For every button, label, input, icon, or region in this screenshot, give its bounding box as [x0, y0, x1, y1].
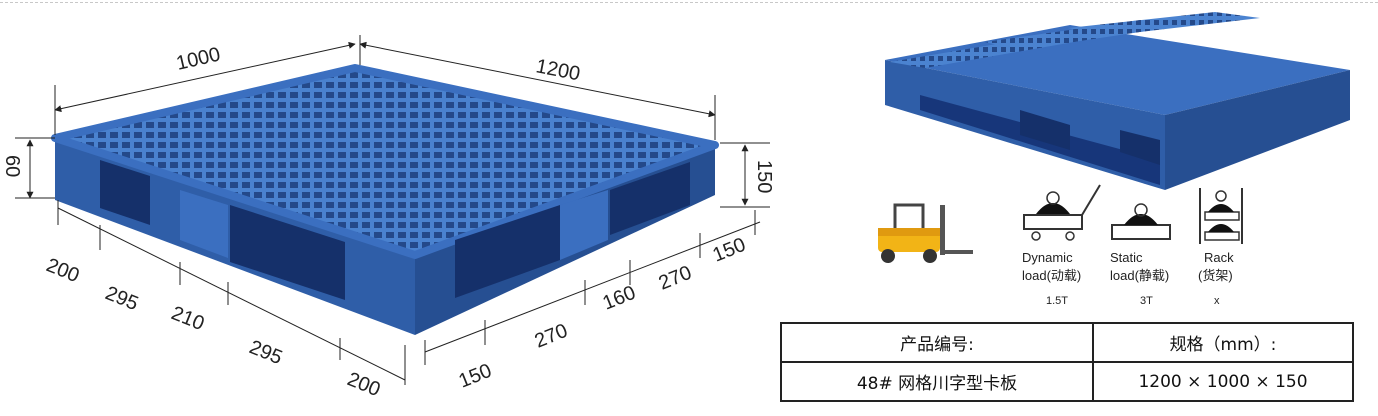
- spec-table: 产品编号: 规格（mm）: 48# 网格川字型卡板 1200 × 1000 × …: [780, 322, 1354, 402]
- dim-front-1: 200: [43, 254, 82, 287]
- spec-table-header-row: 产品编号: 规格（mm）:: [780, 322, 1354, 363]
- dynamic-load-icon: [1023, 184, 1101, 241]
- dim-height-right: 150: [753, 160, 775, 193]
- load-dynamic-value: 1.5T: [1046, 295, 1068, 307]
- load-rack-label-cn: (货架): [1198, 268, 1233, 283]
- spec-header-model: 产品编号:: [780, 322, 1094, 363]
- dimension-lines: [15, 35, 770, 385]
- dim-front-2: 295: [102, 282, 141, 315]
- dim-side-3: 160: [600, 282, 639, 315]
- load-dynamic-label-en: Dynamic: [1022, 250, 1073, 265]
- dim-side-5: 150: [710, 234, 749, 267]
- static-load-icon: [1111, 203, 1171, 240]
- dim-front-3: 210: [168, 302, 207, 335]
- dim-side-1: 150: [456, 360, 495, 393]
- pallet-bottom-view: [885, 12, 1350, 190]
- load-rack-label-en: Rack: [1204, 250, 1234, 265]
- dim-width-top: 1000: [174, 43, 222, 74]
- spec-model: 48# 网格川字型卡板: [780, 361, 1094, 402]
- spec-header-size: 规格（mm）:: [1092, 322, 1354, 363]
- dim-side-2: 270: [532, 320, 571, 353]
- dim-length-top: 1200: [534, 55, 582, 85]
- load-dynamic-label-cn: load(动载): [1022, 268, 1081, 283]
- forklift-icon: [878, 203, 973, 263]
- top-dashed-divider: [0, 2, 1378, 3]
- spec-size: 1200 × 1000 × 150: [1092, 361, 1354, 402]
- dim-front-5: 200: [344, 368, 383, 401]
- load-static-label-en: Static: [1110, 250, 1143, 265]
- rack-load-icon: [1199, 188, 1243, 244]
- load-rack-value: x: [1214, 295, 1220, 307]
- dim-height-left: 60: [1, 155, 23, 177]
- spec-table-row: 48# 网格川字型卡板 1200 × 1000 × 150: [780, 361, 1354, 402]
- dim-front-4: 295: [246, 336, 285, 369]
- load-static-value: 3T: [1140, 295, 1153, 307]
- dim-side-4: 270: [656, 262, 695, 295]
- load-static-label-cn: load(静载): [1110, 268, 1169, 283]
